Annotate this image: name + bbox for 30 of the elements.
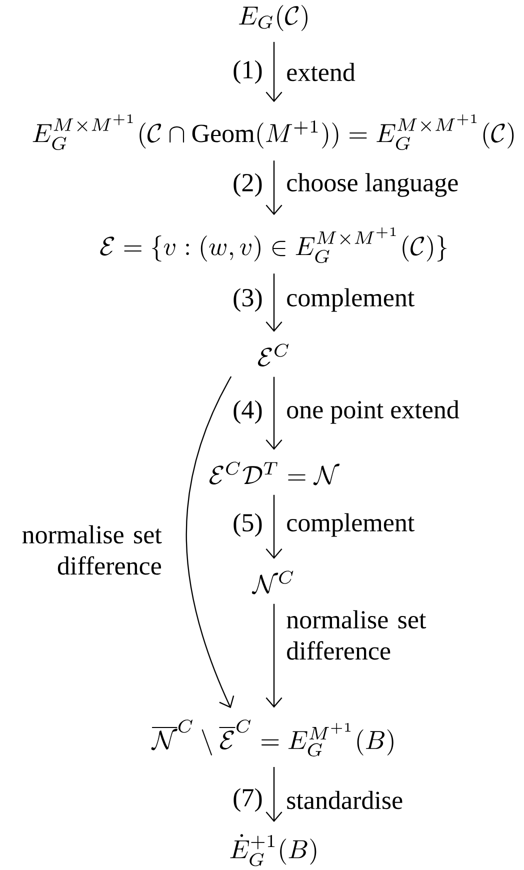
step-number: (1) <box>234 60 262 84</box>
step-number: (2) <box>234 173 262 197</box>
math-expression: $E_G(\mathcal{C})$ <box>238 4 308 32</box>
math-expression: $\dot{E}_G^{+1}(B)$ <box>230 834 316 866</box>
edge-label: normalise set difference <box>286 610 426 660</box>
arrow <box>266 160 282 216</box>
arrow <box>266 376 282 450</box>
edge-label: complement <box>287 288 415 312</box>
math-expression: $\overline{\mathcal{N}}^C\setminus\overline{\mathcal{E}}^C=E_G^{M^{+1}}(B)$ <box>151 720 394 756</box>
edge-label: complement <box>287 513 415 537</box>
edge-label: choose language <box>287 173 458 197</box>
step-number: (4) <box>234 400 262 424</box>
arrow <box>186 376 234 708</box>
edge-label: normalise set difference <box>22 525 162 575</box>
edge-label: one point extend <box>287 400 460 424</box>
arrow <box>266 42 282 102</box>
arrow <box>266 494 282 559</box>
arrow <box>266 604 282 708</box>
math-expression: $\mathcal{E}^C\mathcal{D}^T=\mathcal{N}$ <box>209 462 340 486</box>
math-expression: $\mathcal{N}^C$ <box>252 570 294 594</box>
math-expression: $\mathcal{E}=\{v:(w,v)\in E_G^{M\times M^{+1}}(\mathcal{C})\}$ <box>100 227 447 263</box>
arrow <box>266 767 282 822</box>
step-number: (5) <box>234 513 262 537</box>
math-expression: $\mathcal{E}^C$ <box>258 344 289 366</box>
step-number: (7) <box>234 788 262 812</box>
edge-label: standardise <box>287 790 402 810</box>
edge-label: extend <box>287 62 356 82</box>
math-expression: $E_G^{M\times M^{+1}}(\mathcal{C}\cap\mathrm{Geom}(M^{+1}))=E_G^{M\times M^{+1}}(\mathcal{C})$ <box>32 114 514 150</box>
step-number: (3) <box>234 288 262 312</box>
arrow <box>266 274 282 332</box>
